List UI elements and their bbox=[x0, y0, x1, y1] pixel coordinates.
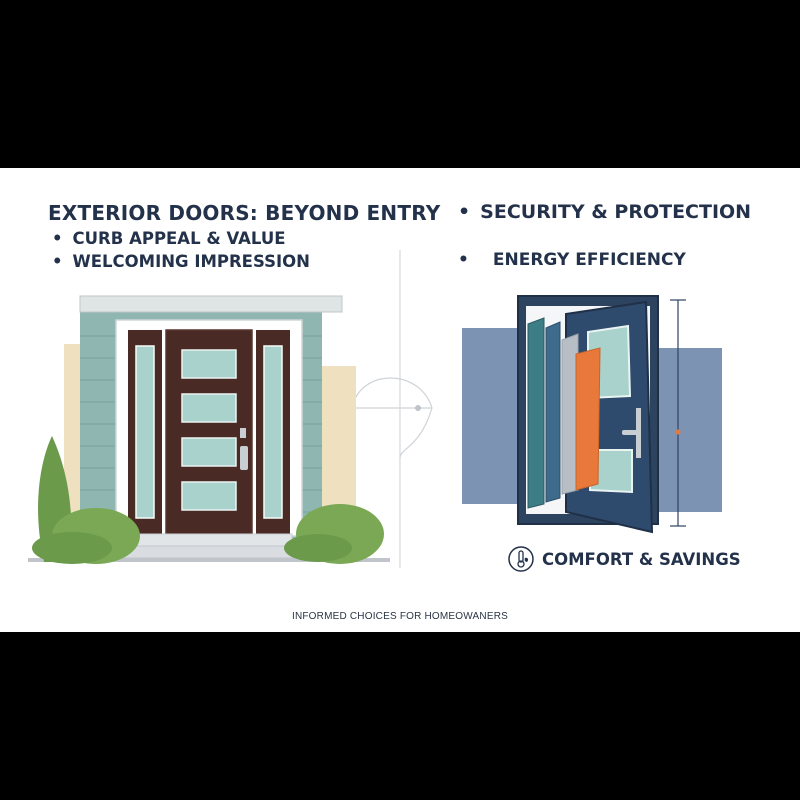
left-bullet-curb-appeal: • CURB APPEAL & VALUE bbox=[52, 229, 285, 248]
bullet-text: ENERGY EFFICIENCY bbox=[492, 250, 686, 270]
infographic-panel: EXTERIOR DOORS: BEYOND ENTRY • CURB APPEA… bbox=[0, 168, 800, 632]
center-divider bbox=[351, 250, 433, 568]
bullet-text: WELCOMING IMPRESSION bbox=[72, 252, 310, 271]
security-door-cutaway bbox=[462, 295, 722, 534]
bullet-dot: • bbox=[458, 250, 469, 270]
illustration-layer bbox=[28, 250, 722, 568]
footer-caption: INFORMED CHOICES FOR HOMEOWANERS bbox=[291, 611, 509, 622]
left-title: EXTERIOR DOORS: BEYOND ENTRY bbox=[48, 201, 441, 225]
bullet-dot: • bbox=[458, 201, 471, 223]
comfort-savings-label: COMFORT & SAVINGS bbox=[542, 549, 741, 569]
bullet-dot: • bbox=[52, 252, 63, 271]
bullet-text: SECURITY & PROTECTION bbox=[480, 201, 752, 223]
bullet-text: CURB APPEAL & VALUE bbox=[72, 229, 286, 248]
bullet-dot: • bbox=[52, 229, 63, 248]
left-bullet-welcoming: • WELCOMING IMPRESSION bbox=[52, 252, 310, 271]
right-bullet-energy: • ENERGY EFFICIENCY bbox=[458, 250, 686, 270]
right-bullet-security: • SECURITY & PROTECTION bbox=[458, 201, 751, 223]
thermometer-leaf-icon bbox=[508, 546, 534, 572]
comfort-savings-row: COMFORT & SAVINGS bbox=[508, 546, 741, 572]
house-door-illustration bbox=[28, 295, 390, 564]
